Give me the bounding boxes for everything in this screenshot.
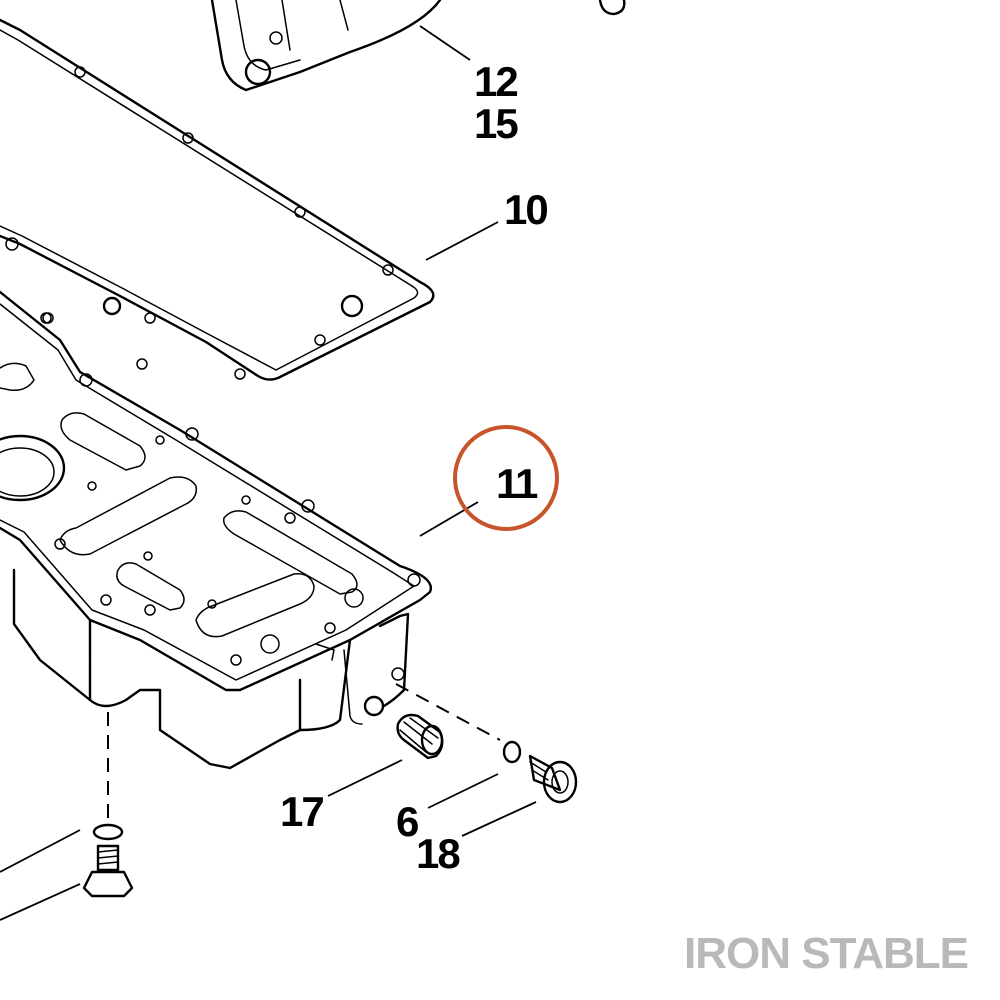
leader-lines (0, 25, 537, 921)
drain-bolt-lower-left (82, 844, 134, 898)
drain-axis-right (395, 683, 501, 741)
callout-11[interactable]: 11 (496, 460, 540, 507)
oil-pan-gasket (0, 18, 435, 381)
oil-pan (0, 290, 433, 770)
o-ring-6 (92, 740, 522, 841)
callout-17[interactable]: 17 (280, 788, 325, 835)
callout-15[interactable]: 15 (474, 100, 520, 147)
highlight-ring (453, 425, 559, 531)
callout-10[interactable]: 10 (504, 186, 549, 233)
callout-18[interactable]: 18 (416, 830, 462, 877)
callout-12[interactable]: 12 (474, 58, 519, 105)
watermark-text: IRON STABLE (684, 929, 968, 978)
plug-17 (396, 713, 444, 760)
drain-bolt-18 (528, 754, 578, 804)
bracket-part (210, 0, 626, 92)
callout-6[interactable]: 6 (396, 798, 420, 845)
